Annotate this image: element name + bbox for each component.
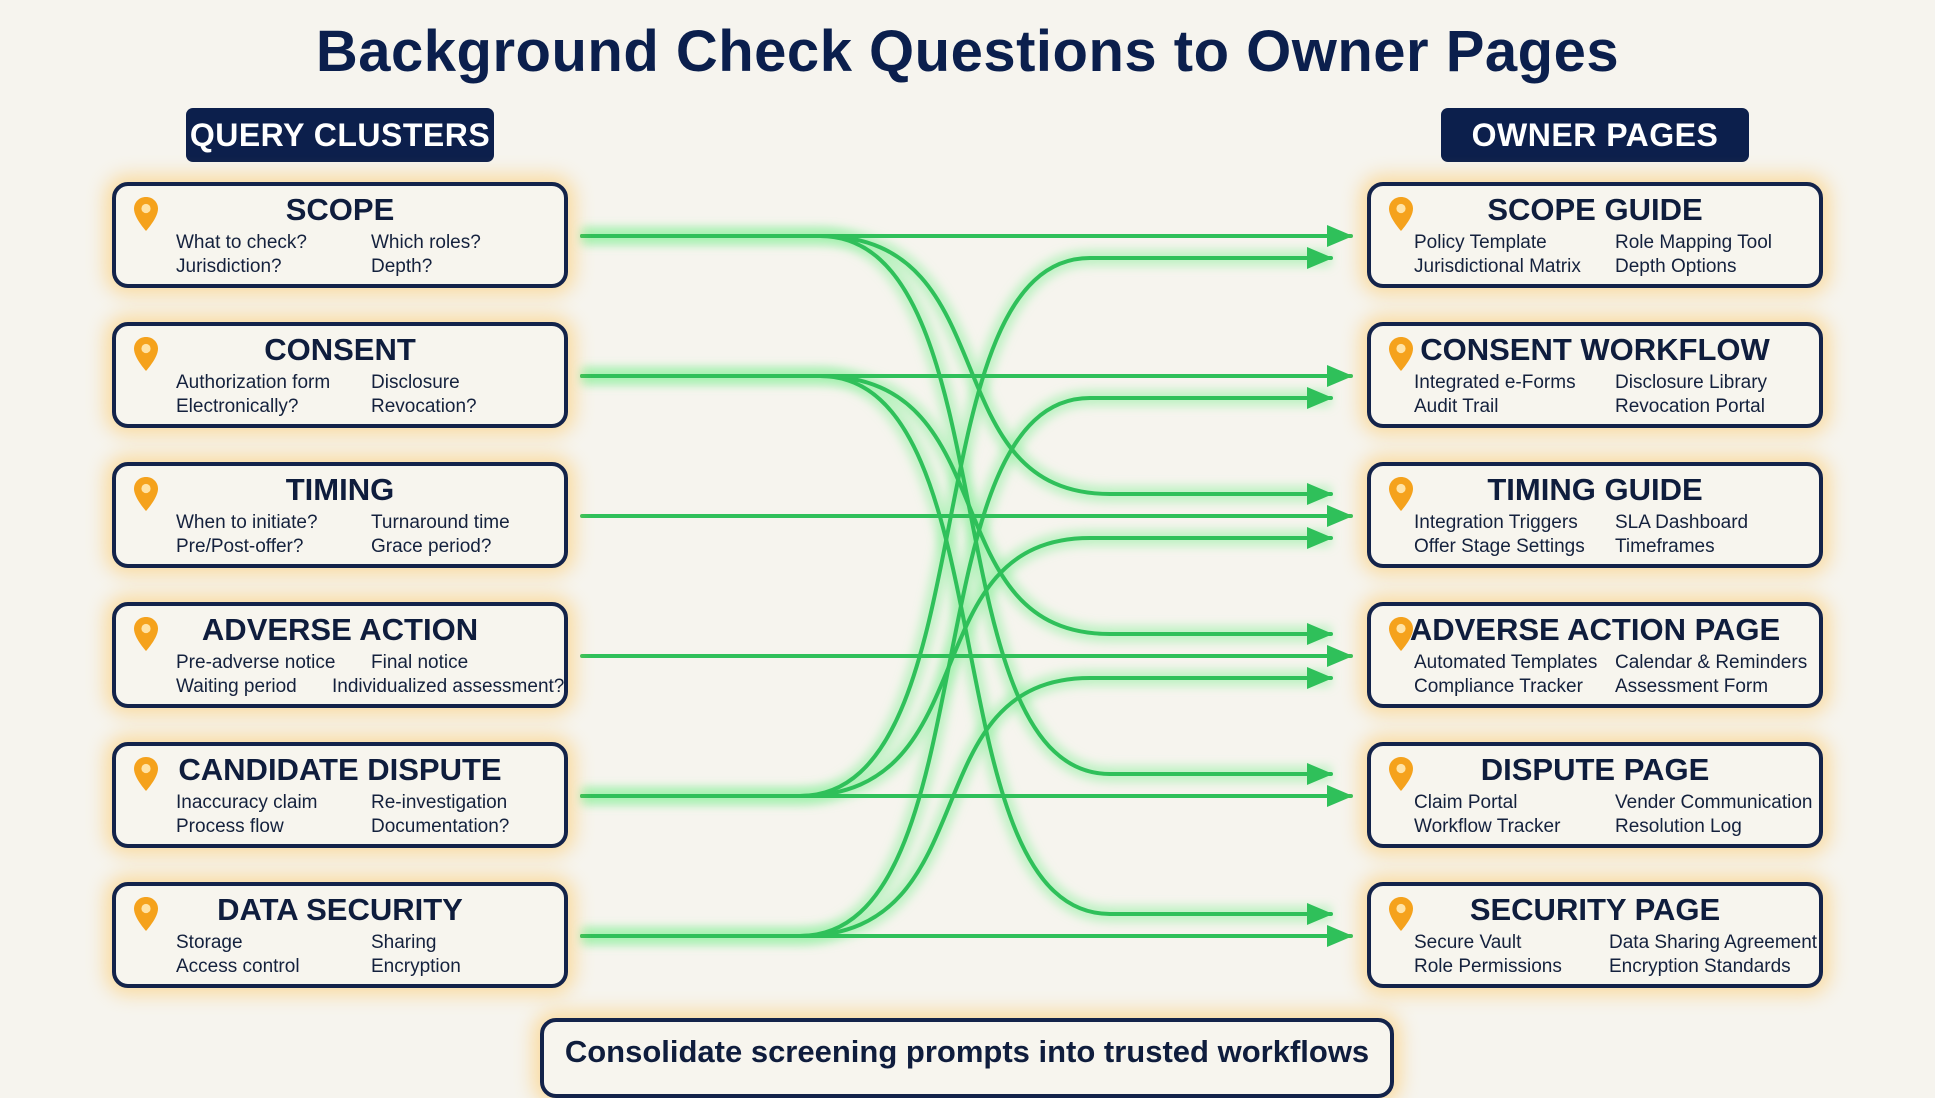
card-item: Integration Triggers bbox=[1414, 512, 1578, 533]
owner-page-card-security-page: SECURITY PAGE Secure Vault Data Sharing Ag… bbox=[1367, 882, 1823, 988]
card-item: Documentation? bbox=[371, 816, 510, 837]
card-item: When to initiate? bbox=[176, 512, 318, 533]
link-glow bbox=[582, 670, 1331, 944]
card-item: Revocation Portal bbox=[1615, 396, 1765, 417]
card-item: Encryption bbox=[371, 956, 461, 977]
card-title: ADVERSE ACTION bbox=[201, 612, 479, 647]
owner-page-card-timing-guide: TIMING GUIDE Integration Triggers SLA Dash… bbox=[1367, 462, 1823, 568]
card-item: Depth Options bbox=[1615, 256, 1737, 277]
map-pin-icon bbox=[1387, 196, 1415, 232]
map-pin-icon bbox=[1387, 476, 1415, 512]
query-clusters-header: QUERY CLUSTERS bbox=[186, 108, 494, 162]
map-pin-icon bbox=[132, 896, 160, 932]
link-arrow bbox=[580, 387, 1333, 938]
footer-banner: Consolidate screening prompts into trust… bbox=[540, 1018, 1394, 1098]
map-pin-icon bbox=[132, 336, 160, 372]
query-cluster-card-scope: SCOPE What to check? Which roles? Jurisdict… bbox=[112, 182, 568, 288]
card-item: Encryption Standards bbox=[1609, 956, 1791, 977]
card-item: Process flow bbox=[176, 816, 284, 837]
card-item: Access control bbox=[176, 956, 300, 977]
card-item: Resolution Log bbox=[1615, 816, 1742, 837]
card-title: DISPUTE PAGE bbox=[1480, 752, 1710, 787]
card-title: CANDIDATE DISPUTE bbox=[178, 752, 502, 787]
card-item: Claim Portal bbox=[1414, 792, 1518, 813]
card-title: ADVERSE ACTION PAGE bbox=[1409, 612, 1781, 647]
map-pin-icon bbox=[1387, 616, 1415, 652]
map-pin-icon bbox=[1387, 756, 1415, 792]
card-item: Automated Templates bbox=[1414, 652, 1598, 673]
owner-page-card-adverse-action-page: ADVERSE ACTION PAGE Automated Templates Ca… bbox=[1367, 602, 1823, 708]
card-title: CONSENT WORKFLOW bbox=[1420, 332, 1770, 367]
card-item: Grace period? bbox=[371, 536, 492, 557]
card-item: Jurisdictional Matrix bbox=[1414, 256, 1581, 277]
card-item: Sharing bbox=[371, 932, 437, 953]
card-item: Storage bbox=[176, 932, 243, 953]
card-item: Final notice bbox=[371, 652, 469, 673]
owner-page-card-dispute-page: DISPUTE PAGE Claim Portal Vender Communica… bbox=[1367, 742, 1823, 848]
card-item: Workflow Tracker bbox=[1414, 816, 1561, 837]
card-item: Which roles? bbox=[371, 232, 481, 253]
card-title: SCOPE GUIDE bbox=[1487, 192, 1703, 227]
link-arrow bbox=[580, 247, 1333, 798]
card-item: Individualized assessment? bbox=[332, 676, 565, 697]
owner-pages-header: OWNER PAGES bbox=[1441, 108, 1749, 162]
owner-page-card-consent-workflow: CONSENT WORKFLOW Integrated e-Forms Disclo… bbox=[1367, 322, 1823, 428]
card-item: Electronically? bbox=[176, 396, 299, 417]
card-item: Disclosure bbox=[371, 372, 460, 393]
card-item: Compliance Tracker bbox=[1414, 676, 1583, 697]
card-item: Depth? bbox=[371, 256, 433, 277]
card-item: Turnaround time bbox=[371, 512, 510, 533]
card-item: Waiting period bbox=[176, 676, 297, 697]
card-title: SCOPE bbox=[285, 192, 395, 227]
map-pin-icon bbox=[132, 196, 160, 232]
card-item: Secure Vault bbox=[1414, 932, 1522, 953]
card-item: Re-investigation bbox=[371, 792, 508, 813]
card-item: Disclosure Library bbox=[1615, 372, 1768, 393]
card-item: Offer Stage Settings bbox=[1414, 536, 1585, 557]
map-pin-icon bbox=[1387, 896, 1415, 932]
link-arrow bbox=[580, 667, 1333, 938]
card-item: Inaccuracy claim bbox=[176, 792, 318, 813]
link-arrow bbox=[580, 374, 1333, 925]
diagram-title: Background Check Questions to Owner Page… bbox=[315, 19, 1620, 84]
query-cluster-card-candidate-dispute: CANDIDATE DISPUTE Inaccuracy claim Re-inve… bbox=[112, 742, 568, 848]
card-item: Authorization form bbox=[176, 372, 331, 393]
card-item: Role Mapping Tool bbox=[1615, 232, 1773, 253]
card-item: Pre-adverse notice bbox=[176, 652, 336, 673]
card-title: DATA SECURITY bbox=[217, 892, 463, 927]
owner-page-card-scope-guide: SCOPE GUIDE Policy Template Role Mapping T… bbox=[1367, 182, 1823, 288]
card-item: Data Sharing Agreement bbox=[1609, 932, 1818, 953]
card-item: What to check? bbox=[176, 232, 307, 253]
card-item: SLA Dashboard bbox=[1615, 512, 1749, 533]
card-item: Role Permissions bbox=[1414, 956, 1562, 977]
card-item: Revocation? bbox=[371, 396, 477, 417]
card-item: Integrated e-Forms bbox=[1414, 372, 1576, 393]
card-item: Jurisdiction? bbox=[176, 256, 282, 277]
card-item: Audit Trail bbox=[1414, 396, 1499, 417]
map-pin-icon bbox=[132, 616, 160, 652]
card-title: TIMING GUIDE bbox=[1487, 472, 1703, 507]
card-title: SECURITY PAGE bbox=[1469, 892, 1721, 927]
map-pin-icon bbox=[132, 476, 160, 512]
query-cluster-card-adverse-action: ADVERSE ACTION Pre-adverse notice Final no… bbox=[112, 602, 568, 708]
link-arrow bbox=[580, 374, 1333, 645]
map-pin-icon bbox=[132, 756, 160, 792]
card-item: Pre/Post-offer? bbox=[176, 536, 304, 557]
card-item: Policy Template bbox=[1414, 232, 1547, 253]
card-title: TIMING bbox=[285, 472, 395, 507]
card-title: CONSENT bbox=[264, 332, 416, 367]
card-item: Assessment Form bbox=[1615, 676, 1769, 697]
link-arrow bbox=[580, 234, 1333, 505]
card-item: Calendar & Reminders bbox=[1615, 652, 1808, 673]
map-pin-icon bbox=[1387, 336, 1415, 372]
card-item: Timeframes bbox=[1615, 536, 1715, 557]
card-item: Vender Communication bbox=[1615, 792, 1813, 813]
